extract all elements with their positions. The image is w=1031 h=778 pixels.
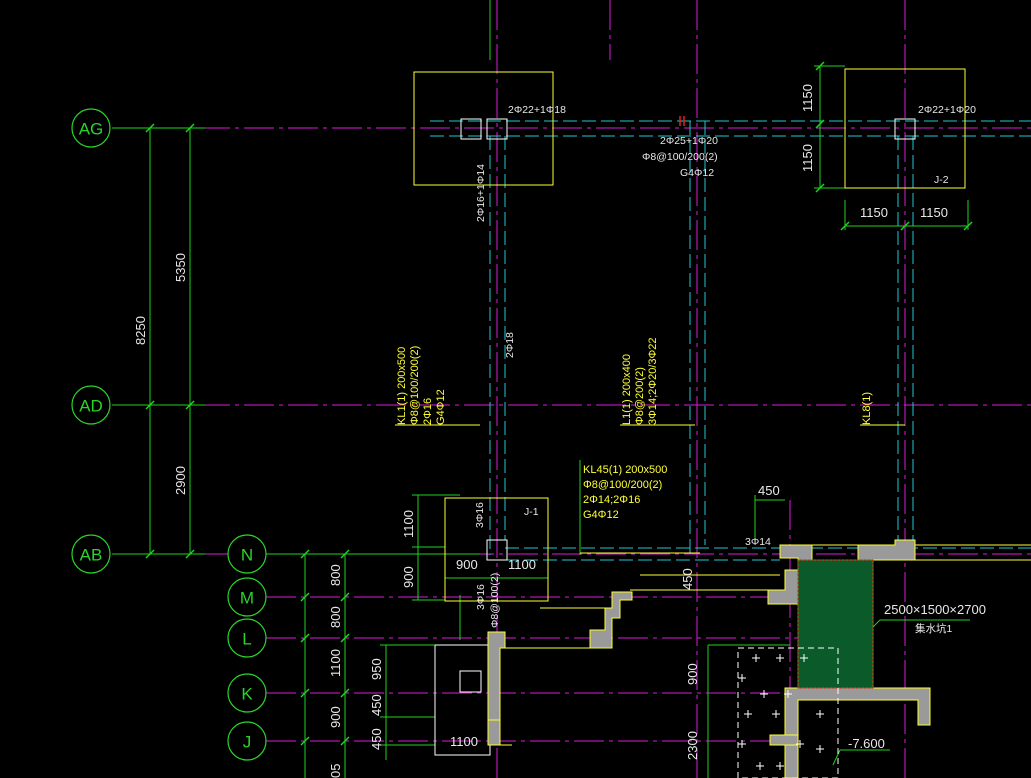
kl1-line4: G4Φ12 [435,389,447,425]
stirrup-label: Φ8@100/200(2) [642,151,718,163]
sump-pit [797,559,874,689]
dim-k-1100: 1100 [450,734,478,749]
dimension-texts: 8250 5350 2900 800 800 1100 900 05 1100 … [133,84,948,778]
dim-k-950: 950 [369,658,384,680]
axis-bubble-AD[interactable] [71,385,111,425]
axis-label-M: M [240,589,254,608]
axis-bubble-N[interactable] [227,534,267,574]
rebar-label-1: 2Φ22+1Φ18 [508,104,566,116]
label-J-1: J-1 [524,506,539,518]
kl45-line1: KL45(1) 200x500 [583,464,667,476]
rebar-vert-1: 2Φ16+1Φ14 [475,164,487,222]
kl1-line1: KL1(1) 200x500 [396,347,408,425]
dimension-ticks [145,61,973,746]
axis-label-L: L [242,630,251,649]
dim-j2-1150b: 1150 [800,144,815,172]
pit-name-label: 集水坑1 [915,622,952,635]
label-J-2: J-2 [934,174,949,186]
dim-k-450a: 450 [369,694,384,716]
dim-900: 900 [328,706,343,728]
axis-bubble-L[interactable] [227,618,267,658]
dim-mid-2300: 2300 [685,731,700,760]
dim-800a: 800 [328,564,343,586]
rebar-3phi16: 3Φ16 [475,584,487,610]
columns [434,118,916,756]
footing-J-1 [444,497,549,602]
kl1-line3: 2Φ16 [422,398,434,425]
axis-label-AB: AB [80,546,103,565]
axis-labels: AG AD AB N M L K J [79,120,254,752]
axis-bubble-M[interactable] [227,577,267,617]
elevation-label: -7.600 [848,736,885,751]
kl45-line4: G4Φ12 [583,509,619,521]
axis-bubble-AB[interactable] [71,534,111,574]
dim-2900: 2900 [173,466,188,495]
axis-label-K: K [241,685,253,704]
l1-line2: Φ8@200(2) [634,367,646,425]
axis-label-AD: AD [79,397,103,416]
dim-j1-w900: 900 [456,557,478,572]
pit-size-label: 2500×1500×2700 [884,602,986,617]
rebar-vert-2: 2Φ18 [504,332,516,358]
rebar-label-3: 2Φ25+1Φ20 [660,135,718,147]
footing-AG-1 [413,71,554,186]
rebar-phi8: Φ8@100(2) [489,573,501,628]
axis-bubbles [71,108,267,761]
beam-lines [430,120,1031,561]
dim-k-450b: 450 [369,728,384,750]
dim-5350: 5350 [173,253,188,282]
axis-label-AG: AG [79,120,104,139]
kl45-line2: Φ8@100/200(2) [583,479,662,491]
axis-label-N: N [241,546,253,565]
dim-j2-1150a: 1150 [800,84,815,112]
dim-j1-1100: 1100 [401,510,416,538]
dim-800b: 800 [328,606,343,628]
dim-1100: 1100 [328,649,343,677]
g4-label: G4Φ12 [680,167,714,179]
dim-mid-450: 450 [680,568,695,590]
rebar-label-2: 2Φ22+1Φ20 [918,104,976,116]
axis-bubble-AG[interactable] [71,108,111,148]
dim-top-450: 450 [758,483,780,498]
axis-bubble-K[interactable] [227,673,267,713]
dim-j2-1150c: 1150 [860,205,888,220]
dim-mid-900: 900 [685,663,700,685]
dim-05: 05 [328,764,343,778]
j1-3phi16: 3Φ16 [474,502,486,528]
dim-j2-1150d: 1150 [920,205,948,220]
l1-line3: 3Φ14;2Φ20/3Φ22 [647,337,659,425]
annotations: J-1 J-2 2Φ22+1Φ18 2Φ22+1Φ20 2Φ25+1Φ20 Φ8… [396,104,986,635]
dim-j1-900: 900 [401,566,416,588]
footing-J-2 [844,68,966,189]
dim-j1-w1100: 1100 [508,557,536,572]
dim-8250: 8250 [133,316,148,345]
l1-line1: L1(1) 200x400 [621,354,633,425]
kl45-line3: 2Φ14;2Φ16 [583,494,640,506]
axis-label-J: J [243,733,252,752]
grid-lines [112,0,1031,778]
red-marks [679,116,685,126]
kl1-line2: Φ8@100/200(2) [409,346,421,425]
rebar-3phi14: 3Φ14 [745,536,771,548]
axis-bubble-J[interactable] [227,721,267,761]
raft-zone [737,647,839,778]
kl8-label: KL8(1) [861,392,873,425]
